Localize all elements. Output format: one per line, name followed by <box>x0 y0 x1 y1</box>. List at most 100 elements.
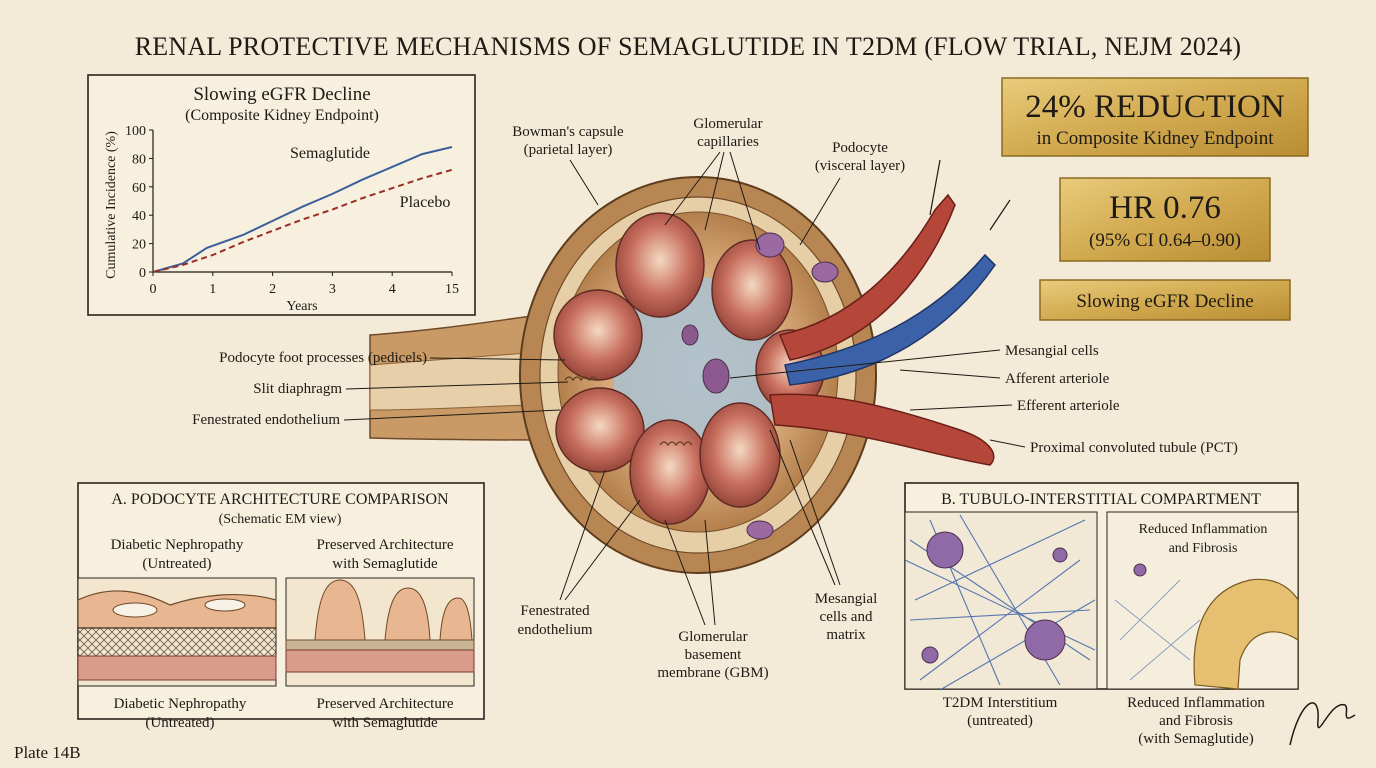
em-diabetic <box>77 577 277 687</box>
y-tick-label: 0 <box>139 266 146 281</box>
capillary-loop <box>555 387 645 473</box>
label-gbm-3: membrane (GBM) <box>657 665 768 681</box>
series-line-semaglutide <box>152 146 453 273</box>
hazard-ratio: HR 0.76 <box>1109 190 1221 226</box>
label-bowman: Bowman's capsule <box>512 124 624 140</box>
x-tick-label: 4 <box>389 282 396 297</box>
label-podocyte-sub: (visceral layer) <box>815 158 905 174</box>
reduction-headline: 24% REDUCTION <box>1025 89 1285 125</box>
panel-a-right-bottom: Preserved Architecture <box>316 696 453 712</box>
chart-title: Slowing eGFR Decline <box>193 84 370 105</box>
capillary-loop <box>615 212 705 318</box>
panel-b-right-top-2: and Fibrosis <box>1169 541 1238 556</box>
panel-a-right-top: Preserved Architecture <box>316 537 453 553</box>
y-tick-label: 80 <box>132 152 146 167</box>
label-glomerular-capillaries-sub: capillaries <box>697 134 759 150</box>
series-line-placebo <box>152 168 453 273</box>
stat-reduction-box: 24% REDUCTION in Composite Kidney Endpoi… <box>1001 77 1309 157</box>
capillary-loop <box>629 419 711 525</box>
panel-a-title: A. PODOCYTE ARCHITECTURE COMPARISON <box>111 491 449 508</box>
efferent-arteriole <box>769 393 995 466</box>
label-podocyte: Podocyte <box>832 140 888 156</box>
x-axis-label: Years <box>286 299 317 314</box>
label-fenestrated-bottom: Fenestrated <box>520 603 590 619</box>
egfr-label: Slowing eGFR Decline <box>1076 291 1253 312</box>
label-fenestrated-bottom-2: endothelium <box>518 622 593 638</box>
chart-subtitle: (Composite Kidney Endpoint) <box>185 107 379 124</box>
panel-a-right-top-2: with Semaglutide <box>332 556 438 572</box>
chart-panel: Slowing eGFR Decline (Composite Kidney E… <box>87 74 476 316</box>
glomerulus-illustration <box>369 159 1011 574</box>
label-efferent: Efferent arteriole <box>1017 398 1120 414</box>
label-afferent: Afferent arteriole <box>1005 371 1110 387</box>
label-mesangial-matrix: Mesangial <box>815 591 877 607</box>
panel-a-left-top: Diabetic Nephropathy <box>111 537 244 553</box>
panel-b-title: B. TUBULO-INTERSTITIAL COMPARTMENT <box>941 491 1261 508</box>
panel-b-left-bottom-2: (untreated) <box>967 713 1033 729</box>
mesangial-cell <box>681 324 699 346</box>
label-mesangial-matrix-3: matrix <box>826 627 866 643</box>
capillary-loop <box>699 402 781 508</box>
label-mesangial-cells: Mesangial cells <box>1005 343 1099 359</box>
figure-title: RENAL PROTECTIVE MECHANISMS OF SEMAGLUTI… <box>135 32 1242 61</box>
foot-processes <box>659 441 693 447</box>
chart-series <box>152 146 453 273</box>
efferent-vessel <box>784 253 996 386</box>
x-tick-label: 15 <box>445 282 459 297</box>
foot-processes <box>564 376 598 382</box>
interstitium-treated <box>1106 511 1299 690</box>
stat-hr-box: HR 0.76 (95% CI 0.64–0.90) <box>1059 177 1271 262</box>
y-tick-label: 100 <box>125 124 146 139</box>
label-foot-processes: Podocyte foot processes (pedicels) <box>219 350 427 366</box>
y-tick-label: 20 <box>132 238 146 253</box>
panel-b-right-bottom-2: and Fibrosis <box>1159 713 1233 729</box>
panel-b: B. TUBULO-INTERSTITIAL COMPARTMENT Reduc… <box>904 482 1299 747</box>
panel-a: A. PODOCYTE ARCHITECTURE COMPARISON (Sch… <box>77 482 485 731</box>
label-bowman-sub: (parietal layer) <box>524 142 613 158</box>
reduction-subtext: in Composite Kidney Endpoint <box>1037 128 1275 149</box>
y-tick-label: 60 <box>132 181 146 196</box>
panel-b-left-bottom: T2DM Interstitium <box>943 695 1058 711</box>
panel-b-right-bottom-3: (with Semaglutide) <box>1138 731 1253 747</box>
label-mesangial-matrix-2: cells and <box>820 609 873 625</box>
stat-egfr-box: Slowing eGFR Decline <box>1039 279 1291 321</box>
capillary-loop <box>711 239 793 341</box>
interstitium-untreated <box>904 511 1098 691</box>
em-preserved <box>285 577 475 687</box>
artist-signature <box>1289 702 1356 746</box>
plate-label: Plate 14B <box>14 743 81 762</box>
panel-a-left-bottom-2: (Untreated) <box>145 715 214 731</box>
panel-a-subtitle: (Schematic EM view) <box>219 512 342 527</box>
afferent-arteriole <box>778 193 956 361</box>
panel-b-right-bottom: Reduced Inflammation <box>1127 695 1265 711</box>
x-tick-label: 2 <box>269 282 276 297</box>
confidence-interval: (95% CI 0.64–0.90) <box>1089 230 1241 251</box>
label-glomerular-capillaries: Glomerular <box>693 116 762 132</box>
y-axis-label: Cumulative Incidence (%) <box>104 131 119 279</box>
panel-a-left-top-2: (Untreated) <box>142 556 211 572</box>
mesangial-cell <box>702 358 730 394</box>
flow-arrow <box>989 199 1011 231</box>
x-tick-label: 1 <box>209 282 216 297</box>
label-gbm-2: basement <box>685 647 742 663</box>
chart-axes: 0 20 40 60 80 100 0 1 2 3 4 15 <box>125 124 459 297</box>
podocyte-nucleus <box>755 232 785 258</box>
label-pct: Proximal convoluted tubule (PCT) <box>1030 440 1238 456</box>
label-gbm: Glomerular <box>678 629 747 645</box>
flow-arrow <box>929 159 941 216</box>
podocyte-nucleus <box>746 520 774 540</box>
capillary-loop <box>553 289 643 381</box>
x-tick-label: 0 <box>150 282 157 297</box>
capillary-loops <box>553 212 825 525</box>
panel-a-left-bottom: Diabetic Nephropathy <box>114 696 247 712</box>
x-tick-label: 3 <box>329 282 336 297</box>
legend-semaglutide: Semaglutide <box>290 145 370 162</box>
panel-b-right-top: Reduced Inflammation <box>1139 522 1268 537</box>
label-fenestrated-left: Fenestrated endothelium <box>192 412 340 428</box>
y-tick-label: 40 <box>132 209 146 224</box>
panel-a-right-bottom-2: with Semaglutide <box>332 715 438 731</box>
legend-placebo: Placebo <box>400 194 451 211</box>
glomerulus-labels: Bowman's capsule (parietal layer) Glomer… <box>192 116 1238 681</box>
label-slit-diaphragm: Slit diaphragm <box>253 381 342 397</box>
